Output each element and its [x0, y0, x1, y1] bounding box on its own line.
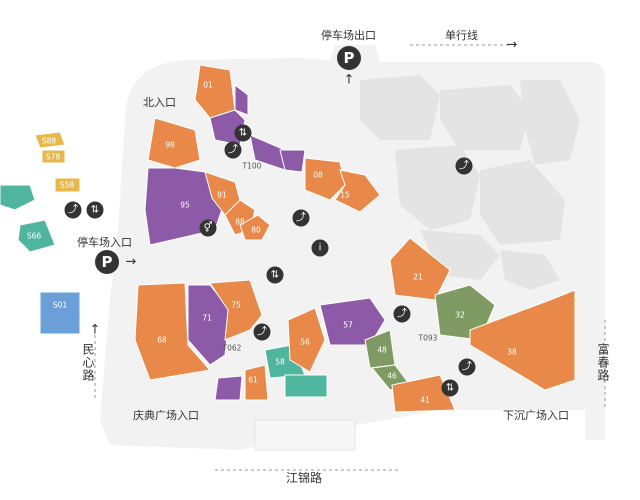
unit-label: 61: [248, 375, 258, 385]
unit-label: 75: [231, 300, 241, 310]
unit-label: 01: [203, 80, 213, 90]
unit-label: 95: [180, 200, 190, 210]
escalator-icon[interactable]: ⤴: [393, 305, 411, 323]
one-way-label: 单行线: [445, 29, 478, 42]
shop-s66[interactable]: [17, 219, 56, 253]
unit-label: 57: [343, 320, 353, 330]
shop-75[interactable]: [209, 279, 263, 341]
elevator-icon[interactable]: ⇅: [266, 266, 284, 284]
unit-label: 58: [275, 357, 285, 367]
shop-s78[interactable]: [41, 149, 66, 164]
south-steps: [254, 419, 356, 451]
shop-01c[interactable]: [234, 83, 249, 116]
road-east-label: 富春路: [596, 343, 610, 382]
shop-99[interactable]: [279, 149, 306, 173]
parking-exit-label: 停车场出口: [321, 29, 376, 42]
shop-57[interactable]: [319, 297, 386, 346]
shop-61[interactable]: [244, 364, 269, 401]
unit-label: 41: [420, 395, 430, 405]
gray-blocks: [360, 75, 580, 290]
arrow-up-icon: ↑: [343, 72, 355, 88]
unit-label: 91: [217, 190, 227, 200]
unit-label: 71: [202, 313, 212, 323]
unit-label: 48: [377, 345, 387, 355]
parking-entrance-label: 停车场入口: [77, 236, 132, 249]
shop-56[interactable]: [287, 307, 326, 373]
escalator-icon[interactable]: ⤴: [64, 201, 82, 219]
unit-label: T062: [222, 343, 242, 353]
shop-21[interactable]: [389, 237, 451, 301]
shop-08[interactable]: [304, 157, 346, 201]
road-south-label: 江锦路: [286, 471, 323, 485]
shop-41[interactable]: [391, 374, 456, 413]
celebration-square-entrance-label: 庆典广场入口: [133, 409, 199, 422]
escalator-icon[interactable]: ⤴: [455, 157, 473, 175]
unit-label: 15: [340, 190, 350, 200]
sunken-square-entrance-label: 下沉广场入口: [503, 409, 569, 422]
info-icon[interactable]: i: [311, 239, 329, 257]
escalator-icon[interactable]: ⤴: [458, 358, 476, 376]
unit-label: S58: [59, 180, 75, 190]
shop-s88[interactable]: [34, 131, 66, 149]
unit-label: 68: [157, 335, 167, 345]
elevator-icon[interactable]: ⇅: [86, 201, 104, 219]
north-entrance-label: 北入口: [143, 96, 176, 109]
shop-38[interactable]: [469, 289, 576, 391]
unit-label: T100: [242, 161, 262, 171]
unit-label: 38: [507, 347, 517, 357]
shop-80[interactable]: [239, 214, 271, 241]
escalator-icon[interactable]: ⤴: [292, 209, 310, 227]
unit-label: 46: [387, 371, 397, 381]
escalator-icon[interactable]: ⤴: [224, 141, 242, 159]
parking-icon[interactable]: P: [95, 250, 119, 274]
unit-label: T093: [418, 333, 438, 343]
unit-label: S78: [45, 152, 61, 162]
unit-label: S88: [41, 136, 57, 146]
escalator-icon[interactable]: ⤴: [253, 323, 271, 341]
arrow-right-icon: →: [125, 254, 137, 270]
restroom-icon[interactable]: ⚥: [199, 219, 217, 237]
shop-s01[interactable]: [39, 291, 81, 335]
elevator-icon[interactable]: ⇅: [234, 124, 252, 142]
shop-68[interactable]: [134, 282, 211, 381]
unit-label: 08: [313, 170, 323, 180]
unit-label: 21: [413, 272, 423, 282]
unit-label: 80: [251, 225, 261, 235]
elevator-icon[interactable]: ⇅: [441, 379, 459, 397]
shop-62[interactable]: [214, 375, 243, 401]
shop-s58[interactable]: [54, 177, 81, 193]
shop-teal-annex[interactable]: [0, 184, 36, 211]
unit-label: 32: [455, 310, 465, 320]
shop-15[interactable]: [334, 169, 381, 213]
unit-label: 98: [165, 140, 175, 150]
unit-label: 56: [300, 337, 310, 347]
road-west-label: 民心路: [81, 343, 95, 382]
unit-label: S01: [52, 300, 68, 310]
arrow-up-icon: ↑: [89, 322, 101, 338]
unit-label: S66: [26, 231, 42, 241]
arrow-right-icon: →: [506, 37, 518, 53]
shop-98[interactable]: [147, 117, 201, 169]
parking-icon[interactable]: P: [337, 46, 361, 70]
shop-58b[interactable]: [284, 374, 328, 398]
unit-label: 88: [235, 217, 245, 227]
shop-71[interactable]: [187, 284, 231, 366]
